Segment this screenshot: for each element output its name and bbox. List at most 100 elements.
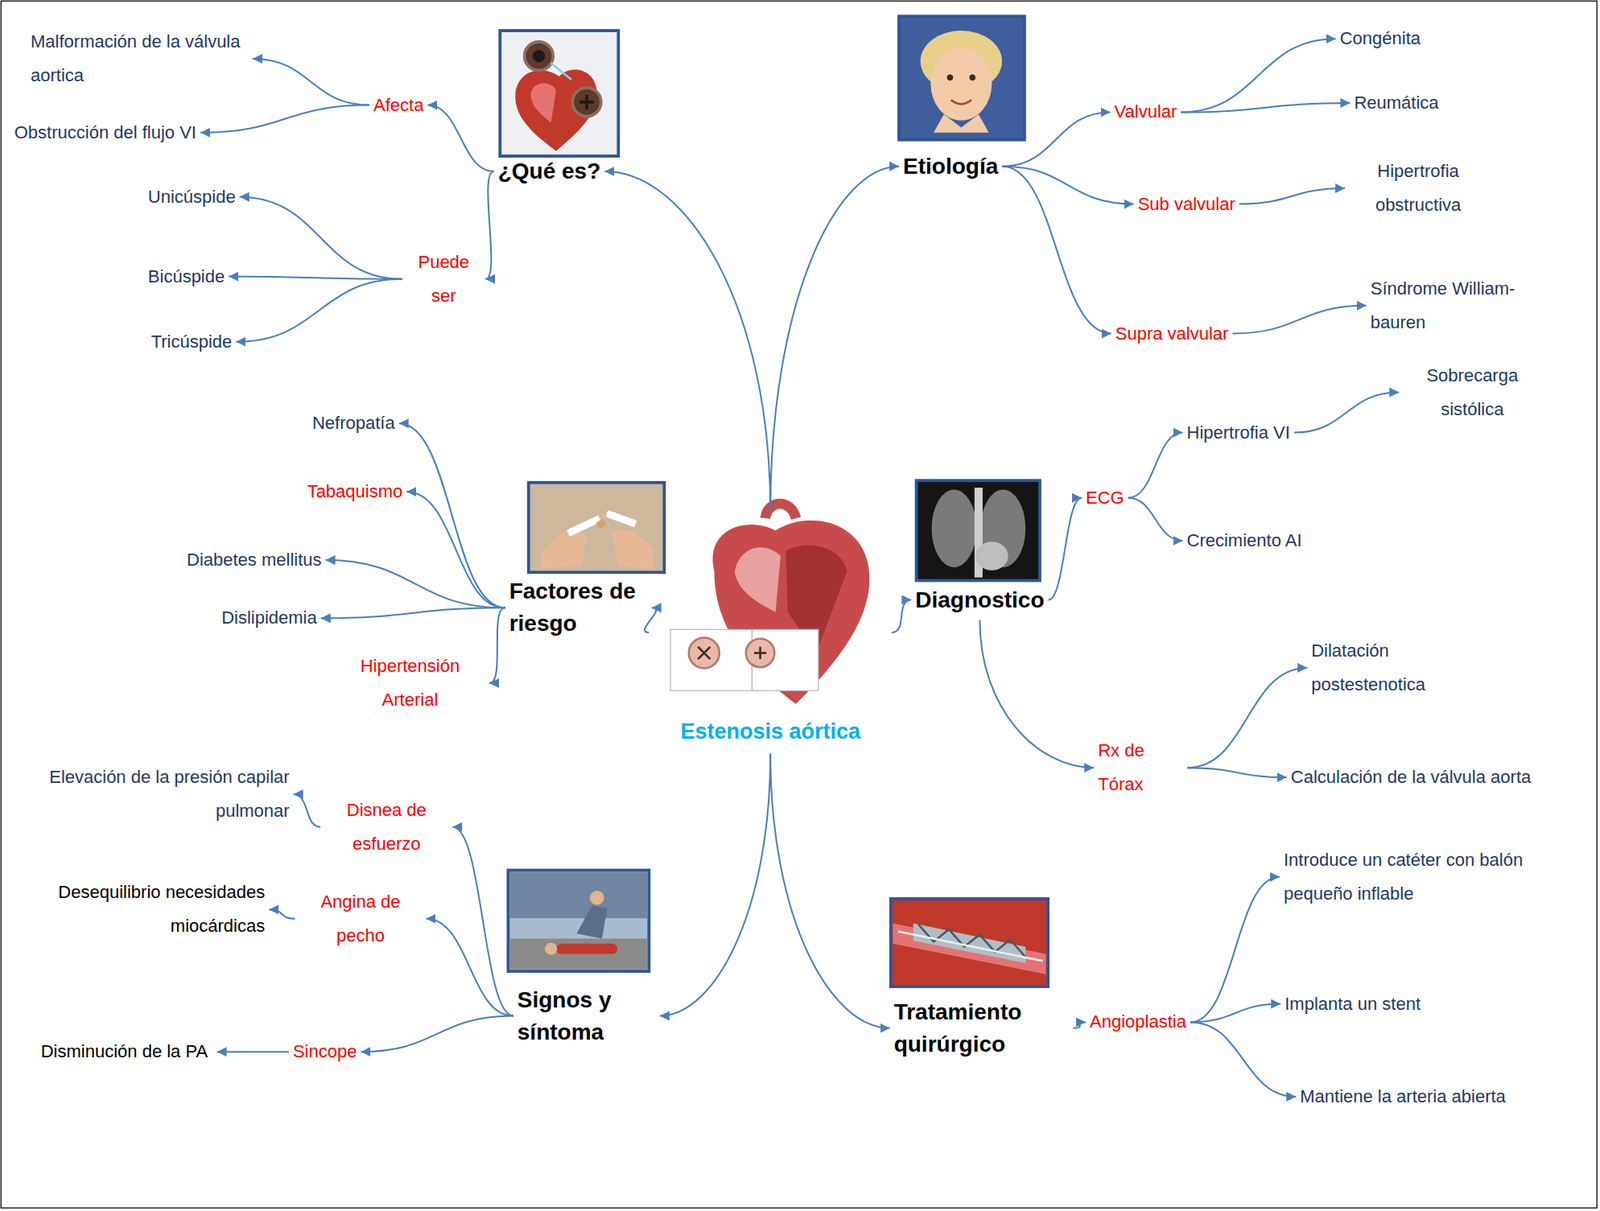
node-text: Síndrome William-bauren: [1370, 272, 1569, 340]
leaf-label: Elevación de la presión capilar pulmonar: [41, 760, 290, 829]
node-text: Diagnostico: [915, 584, 1044, 617]
leaf-label: Nefropatía: [312, 406, 396, 441]
leaf-label: Implanta un stent: [1284, 987, 1421, 1022]
node-text: Congénita: [1340, 21, 1421, 56]
leaf-label: Bicúspide: [148, 259, 225, 294]
leaf-label: Malformación de la válvula aortica: [30, 24, 249, 93]
connector-arrow: [1180, 103, 1350, 112]
leaf-label: Unicúspide: [148, 180, 236, 215]
connector-arrow: [979, 620, 1094, 769]
branch-label: Sub valvular: [1138, 187, 1236, 222]
connector-arrow: [1239, 188, 1345, 205]
node-text: Hipertrofia VI: [1187, 416, 1291, 450]
node-text: Diabetes mellitus: [186, 543, 322, 578]
node-text: Valvular: [1114, 94, 1178, 129]
branch-label: Afecta: [373, 88, 424, 123]
connector-arrow: [360, 1016, 513, 1053]
node-text: Disnea de esfuerzo: [324, 793, 449, 862]
connector-arrow: [644, 607, 656, 633]
node-text: Bicúspide: [148, 259, 225, 294]
connector-arrow: [217, 1051, 289, 1053]
node-text: Introduce un catéter con balón pequeño i…: [1283, 843, 1549, 912]
leaf-label: Crecimiento AI: [1187, 523, 1303, 558]
category-heading: Signos y síntoma: [517, 984, 656, 1049]
branch-label: Angina de pecho: [298, 885, 422, 953]
node-text: Dilatación postestenotica: [1311, 634, 1484, 702]
connector-arrow: [770, 754, 890, 1029]
cigarette-photo: [528, 482, 665, 574]
node-text: Obstrucción del flujo VI: [14, 115, 197, 150]
node-text: Reumática: [1353, 86, 1439, 120]
xray-picture: [916, 480, 1040, 581]
leaf-label: Reumática: [1353, 86, 1439, 120]
leaf-label: Desequilibrio necesidades miocárdicas: [6, 875, 266, 944]
node-text: Tricúspide: [151, 325, 233, 359]
leaf-label: Congénita: [1340, 21, 1421, 56]
branch-label: Sincope: [292, 1035, 358, 1069]
branch-label: Valvular: [1114, 94, 1178, 129]
category-heading: Etiología: [903, 150, 998, 183]
node-text: Angioplastia: [1089, 1005, 1187, 1040]
connector-arrow: [485, 171, 495, 280]
branch-label: Tabaquismo: [307, 474, 404, 509]
connector-arrow: [321, 607, 506, 619]
leaf-label: Dilatación postestenotica: [1311, 634, 1484, 702]
heart-illustration: [670, 503, 870, 705]
node-text: Tratamiento quirúrgico: [894, 996, 1070, 1061]
node-text: Dislipidemia: [221, 601, 318, 636]
node-text: Etiología: [903, 150, 998, 183]
node-text: Estenosis aórtica: [680, 717, 861, 746]
node-text: Disminución de la PA: [35, 1035, 213, 1069]
branch-label: Hipertensión Arterial: [334, 649, 486, 718]
branch-label: Puede ser: [406, 245, 482, 314]
leaf-label: Introduce un catéter con balón pequeño i…: [1283, 843, 1549, 912]
connector-arrow: [1002, 111, 1110, 166]
connector-arrow: [1072, 1022, 1086, 1028]
connector-arrow: [239, 197, 403, 280]
connector-arrow: [770, 166, 899, 512]
connector-arrow: [1232, 305, 1366, 335]
connector-arrow: [268, 909, 295, 919]
node-text: Calculación de la válvula aorta: [1290, 760, 1552, 795]
connector-arrow: [891, 600, 912, 634]
branch-label: Supra valvular: [1115, 317, 1229, 351]
connector-arrow: [1294, 392, 1399, 433]
node-text: Signos y síntoma: [517, 984, 656, 1049]
leaf-label: Hipertrofia VI: [1187, 416, 1291, 450]
node-text: Elevación de la presión capilar pulmonar: [41, 760, 290, 829]
category-heading: ¿Qué es?: [498, 155, 602, 188]
node-text: Afecta: [373, 88, 424, 123]
node-text: Malformación de la válvula aortica: [30, 24, 249, 93]
node-text: Sub valvular: [1138, 187, 1236, 222]
connector-arrow: [228, 276, 402, 280]
leaf-label: Mantiene la arteria abierta: [1299, 1080, 1510, 1114]
node-text: Sincope: [292, 1035, 358, 1069]
connector-arrow: [604, 171, 771, 512]
node-text: Hipertrofia obstructiva: [1348, 154, 1488, 223]
connector-arrow: [399, 423, 506, 608]
node-text: Tabaquismo: [307, 474, 404, 509]
category-heading: Factores de riesgo: [509, 575, 648, 640]
connector-arrow: [1187, 767, 1287, 778]
node-text: Puede ser: [406, 245, 482, 314]
first-aid-photo: [507, 870, 649, 973]
central-topic: Estenosis aórtica: [652, 515, 888, 751]
node-text: Hipertensión Arterial: [334, 649, 486, 718]
node-text: ECG: [1085, 481, 1125, 516]
connector-arrow: [235, 279, 402, 343]
connector-arrow: [1187, 668, 1308, 768]
node-text: Angina de pecho: [298, 885, 422, 953]
category-heading: Diagnostico: [915, 584, 1044, 617]
category-heading: Tratamiento quirúrgico: [894, 996, 1070, 1061]
node-text: Rx de Tórax: [1097, 734, 1184, 802]
connector-arrow: [293, 794, 322, 828]
connector-arrow: [406, 491, 505, 608]
connector-arrow: [425, 919, 513, 1017]
leaf-label: Disminución de la PA: [35, 1035, 213, 1069]
connector-arrow: [1190, 877, 1280, 1023]
node-text: Mantiene la arteria abierta: [1299, 1080, 1510, 1114]
